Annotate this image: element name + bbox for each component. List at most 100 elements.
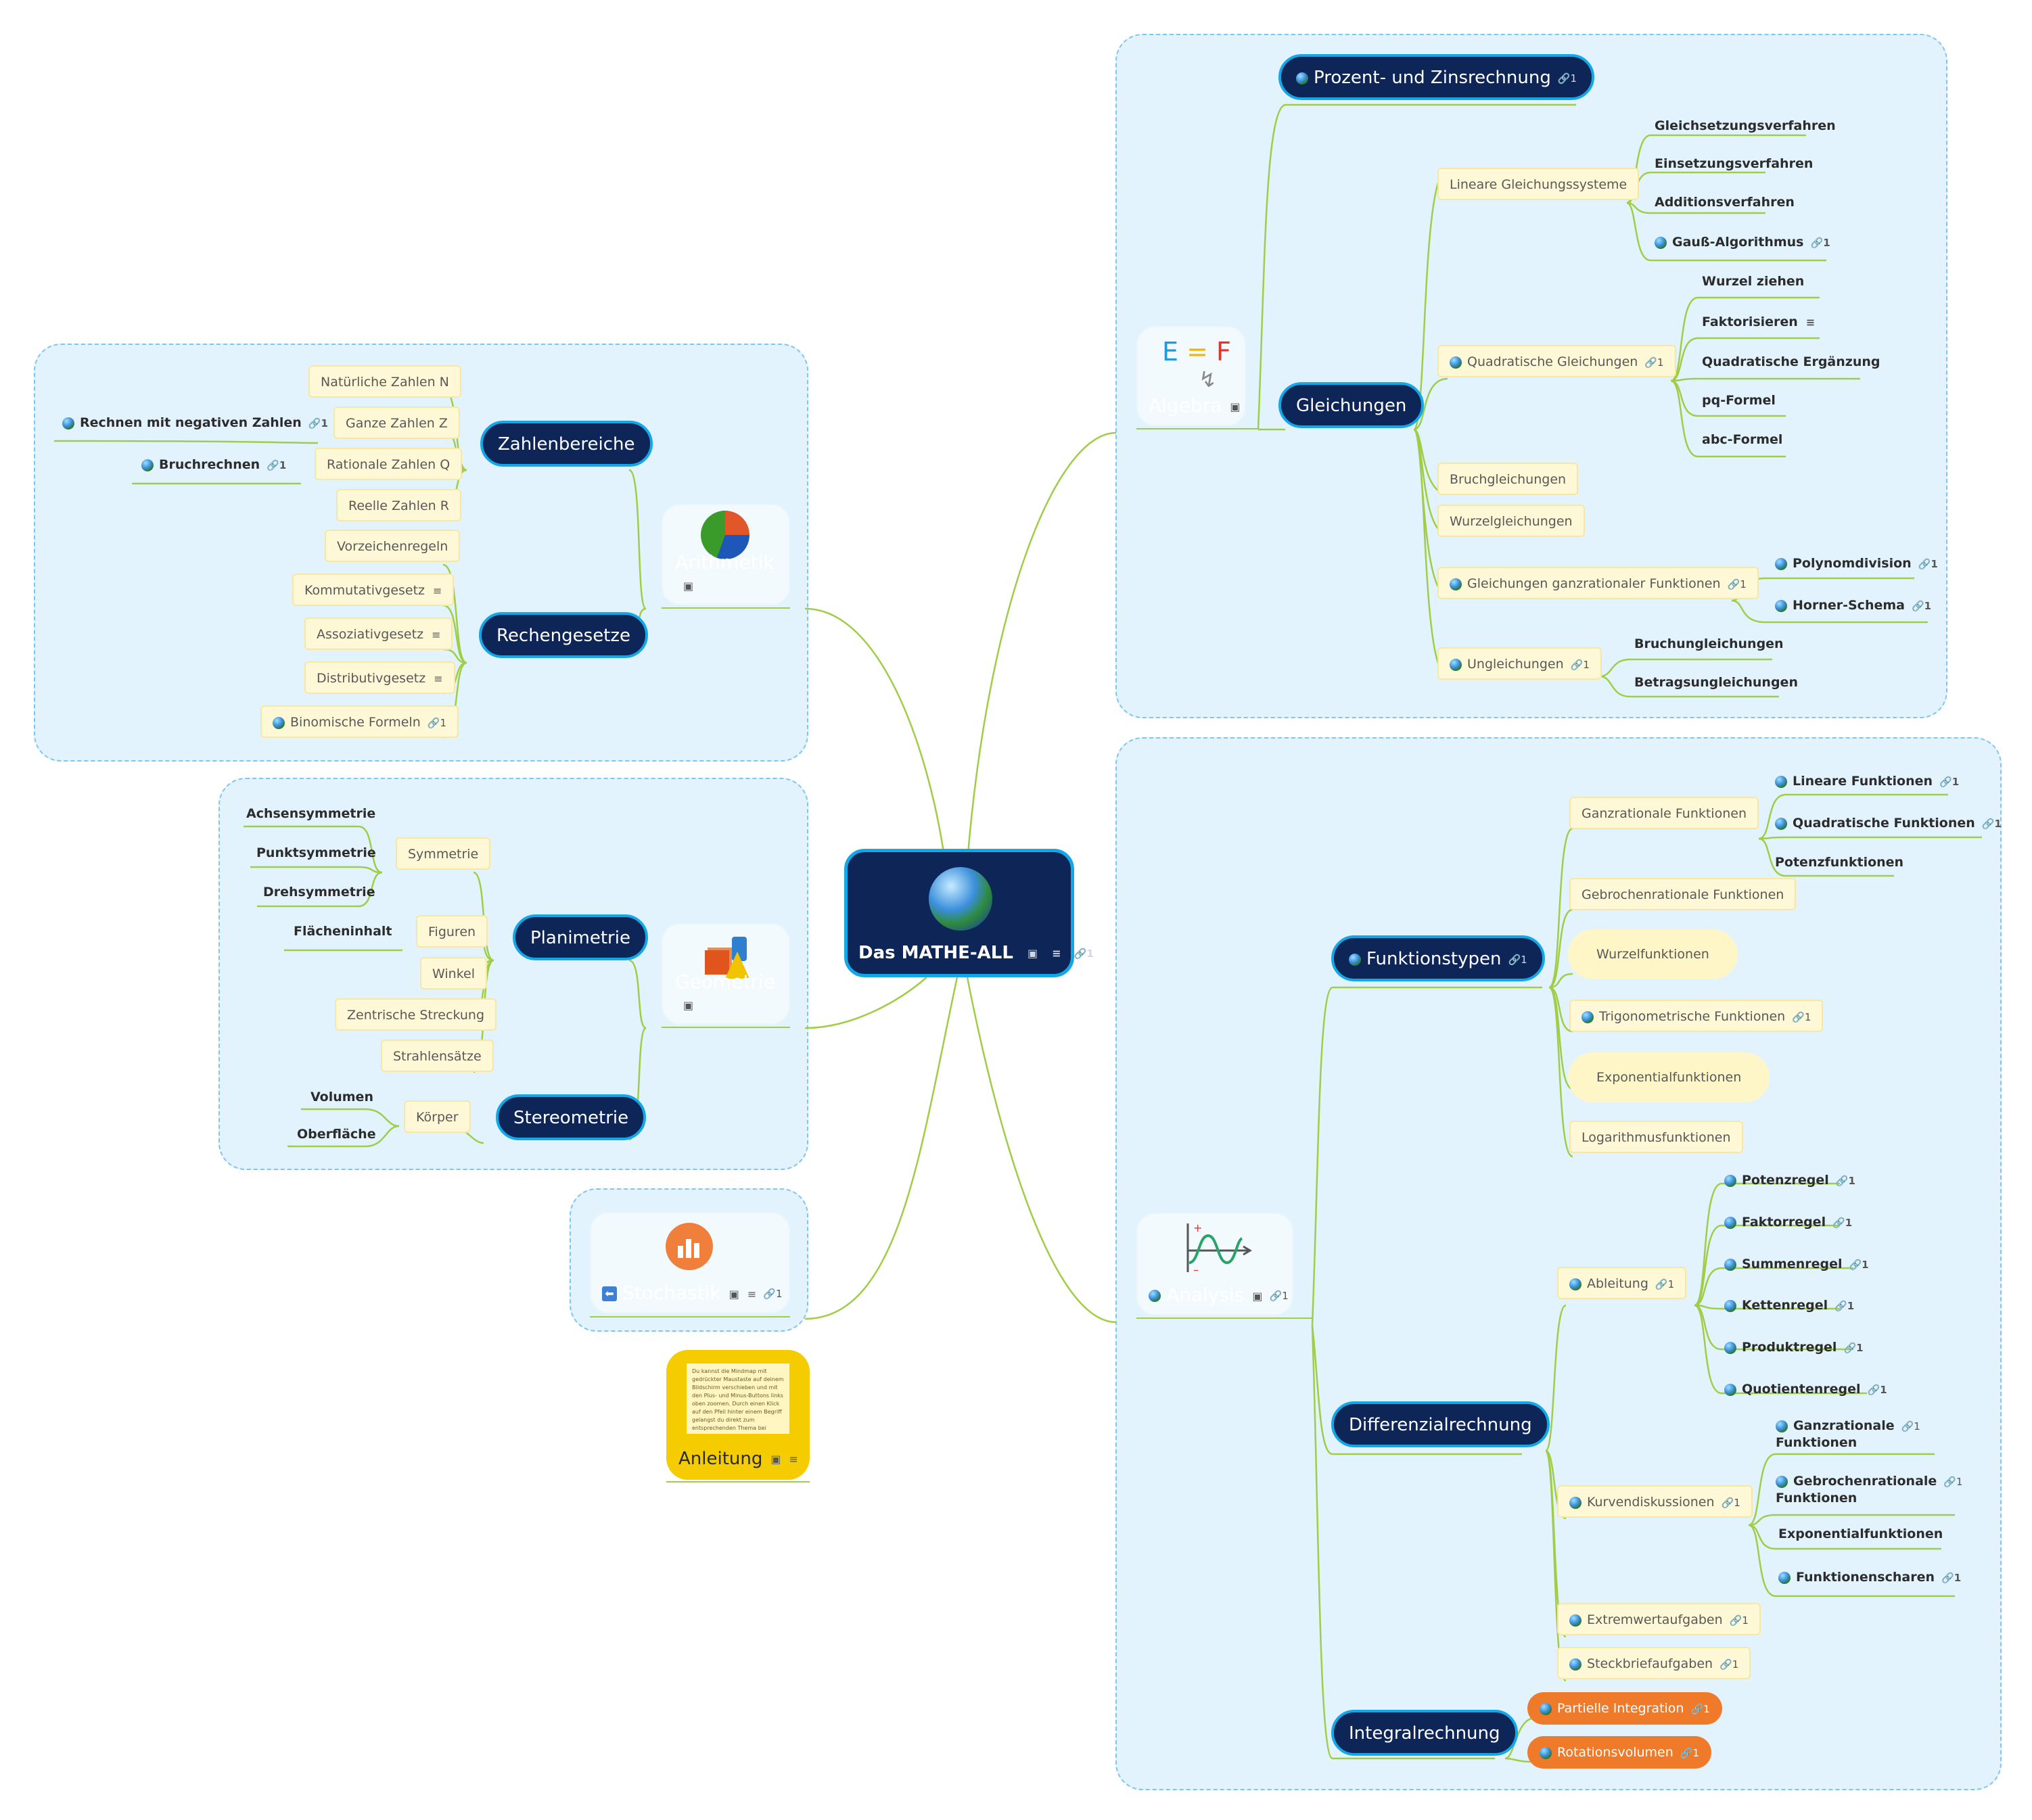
potenzregel-node[interactable]: Potenzregel🔗1 <box>1722 1167 1858 1194</box>
flaecheninhalt-node[interactable]: Flächeninhalt <box>294 924 392 939</box>
link-icon[interactable]: 🔗1 <box>1655 1278 1675 1290</box>
pq-formel-node[interactable]: pq-Formel <box>1702 393 1776 408</box>
ganze-zahlen-node[interactable]: Ganze Zahlen Z <box>333 406 460 439</box>
quadratische-ergaenzung-node[interactable]: Quadratische Ergänzung <box>1702 354 1880 369</box>
prozent-zinsrechnung-node[interactable]: Prozent- und Zinsrechnung🔗1 <box>1278 54 1595 100</box>
link-icon[interactable]: 🔗1 <box>1508 953 1527 966</box>
link-icon[interactable]: 🔗1 <box>267 459 287 471</box>
planimetrie-node[interactable]: Planimetrie <box>513 914 648 960</box>
logarithmusfunktionen-node[interactable]: Logarithmusfunktionen <box>1569 1121 1743 1153</box>
link-icon[interactable]: 🔗1 <box>1810 236 1830 249</box>
bruchungleichungen-node[interactable]: Bruchungleichungen <box>1634 636 1784 651</box>
rotationsvolumen-node[interactable]: Rotationsvolumen🔗1 <box>1527 1736 1712 1769</box>
rechengesetze-node[interactable]: Rechengesetze <box>479 612 649 658</box>
link-icon[interactable]: 🔗1 <box>1680 1746 1700 1759</box>
symmetrie-node[interactable]: Symmetrie <box>396 837 491 870</box>
kettenregel-node[interactable]: Kettenregel🔗1 <box>1722 1292 1857 1319</box>
kd-gebrochenrationale-node[interactable]: Gebrochenrationale🔗1 Funktionen <box>1776 1474 1963 1506</box>
wurzel-ziehen-node[interactable]: Wurzel ziehen <box>1702 274 1805 289</box>
central-topic[interactable]: Das MATHE-ALL ▣ ≡ 🔗1 <box>844 849 1094 977</box>
link-icon[interactable]: 🔗1 <box>427 716 446 729</box>
drehsymmetrie-node[interactable]: Drehsymmetrie <box>263 885 375 900</box>
integralrechnung-node[interactable]: Integralrechnung <box>1331 1710 1518 1756</box>
oberflaeche-node[interactable]: Oberfläche <box>297 1127 376 1142</box>
lineare-funktionen-node[interactable]: Lineare Funktionen🔗1 <box>1772 768 1962 795</box>
distributivgesetz-node[interactable]: Distributivgesetz≡ <box>304 661 455 694</box>
link-icon[interactable]: 🔗1 <box>1843 1341 1864 1354</box>
geometrie-topic[interactable]: Geometrie▣ <box>662 923 790 1025</box>
horner-schema-node[interactable]: Horner-Schema🔗1 <box>1772 592 1934 619</box>
rationale-zahlen-node[interactable]: Rationale Zahlen Q <box>315 448 463 480</box>
quadratische-funktionen-node[interactable]: Quadratische Funktionen🔗1 <box>1772 810 2004 837</box>
achsensymmetrie-node[interactable]: Achsensymmetrie <box>246 806 376 821</box>
additionsverfahren-node[interactable]: Additionsverfahren <box>1655 195 1795 210</box>
link-icon[interactable]: 🔗1 <box>1981 817 2002 830</box>
link-icon[interactable]: 🔗1 <box>1644 356 1664 369</box>
reelle-zahlen-node[interactable]: Reelle Zahlen R <box>336 489 461 521</box>
link-icon[interactable]: 🔗1 <box>763 1288 783 1300</box>
kommutativgesetz-node[interactable]: Kommutativgesetz≡ <box>292 574 455 606</box>
gauss-algorithmus-node[interactable]: Gauß-Algorithmus🔗1 <box>1652 229 1833 256</box>
extremwertaufgaben-node[interactable]: Extremwertaufgaben🔗1 <box>1557 1603 1761 1635</box>
strahlensaetze-node[interactable]: Strahlensätze <box>381 1040 494 1072</box>
potenzfunktionen-node[interactable]: Potenzfunktionen <box>1775 855 1904 870</box>
produktregel-node[interactable]: Produktregel🔗1 <box>1722 1334 1866 1361</box>
stochastik-topic[interactable]: ⬅Stochastik▣≡🔗1 <box>590 1212 790 1313</box>
link-icon[interactable]: 🔗1 <box>1721 1496 1740 1509</box>
anleitung-topic[interactable]: Du kannst die Mindmap mit gedrückter Mau… <box>666 1350 810 1480</box>
kurvendiskussionen-node[interactable]: Kurvendiskussionen🔗1 <box>1557 1485 1753 1518</box>
partielle-integration-node[interactable]: Partielle Integration🔗1 <box>1527 1692 1722 1725</box>
lineare-gleichungssysteme-node[interactable]: Lineare Gleichungssysteme <box>1437 168 1640 200</box>
stereometrie-node[interactable]: Stereometrie <box>496 1094 647 1140</box>
ableitung-node[interactable]: Ableitung🔗1 <box>1557 1267 1687 1299</box>
link-icon[interactable]: 🔗1 <box>1943 1475 1963 1488</box>
koerper-node[interactable]: Körper <box>404 1100 471 1133</box>
zentrische-streckung-node[interactable]: Zentrische Streckung <box>335 998 497 1031</box>
link-icon[interactable]: 🔗1 <box>308 417 328 429</box>
betragsungleichungen-node[interactable]: Betragsungleichungen <box>1634 675 1798 690</box>
link-icon[interactable]: 🔗1 <box>1835 1174 1855 1187</box>
algebra-topic[interactable]: E = F ↯ Algebra▣ <box>1136 326 1246 426</box>
link-icon[interactable]: 🔗1 <box>1939 775 1960 788</box>
link-icon[interactable]: 🔗1 <box>1941 1571 1962 1584</box>
link-icon[interactable]: 🔗1 <box>1834 1299 1855 1312</box>
funktionenscharen-node[interactable]: Funktionenscharen🔗1 <box>1776 1564 1964 1591</box>
zahlenbereiche-node[interactable]: Zahlenbereiche <box>480 421 653 467</box>
link-icon[interactable]: 🔗1 <box>1570 658 1590 671</box>
link-icon[interactable]: 🔗1 <box>1719 1658 1739 1671</box>
kd-exponentialfunktionen-node[interactable]: Exponentialfunktionen <box>1778 1526 1943 1541</box>
volumen-node[interactable]: Volumen <box>310 1090 373 1104</box>
punktsymmetrie-node[interactable]: Punktsymmetrie <box>256 845 376 860</box>
trigonometrische-funktionen-node[interactable]: Trigonometrische Funktionen🔗1 <box>1569 1000 1824 1032</box>
abc-formel-node[interactable]: abc-Formel <box>1702 432 1783 447</box>
link-icon[interactable]: 🔗1 <box>1792 1010 1811 1023</box>
gleichungen-ganzrationaler-node[interactable]: Gleichungen ganzrationaler Funktionen🔗1 <box>1437 567 1759 599</box>
kd-ganzrationale-node[interactable]: Ganzrationale🔗1 Funktionen <box>1776 1418 1920 1450</box>
gleichungen-node[interactable]: Gleichungen <box>1278 382 1425 428</box>
link-icon[interactable]: 🔗1 <box>1073 947 1094 960</box>
back-arrow-icon[interactable]: ⬅ <box>602 1286 617 1301</box>
assoziativgesetz-node[interactable]: Assoziativgesetz≡ <box>304 617 453 650</box>
ungleichungen-node[interactable]: Ungleichungen🔗1 <box>1437 647 1602 680</box>
faktorregel-node[interactable]: Faktorregel🔗1 <box>1722 1209 1855 1236</box>
vorzeichenregeln-node[interactable]: Vorzeichenregeln <box>325 530 461 562</box>
quadratische-gleichungen-node[interactable]: Quadratische Gleichungen🔗1 <box>1437 345 1676 377</box>
exponentialfunktionen-node[interactable]: Exponentialfunktionen <box>1568 1052 1770 1102</box>
faktorisieren-node[interactable]: Faktorisieren≡ <box>1699 308 1818 335</box>
steckbriefaufgaben-node[interactable]: Steckbriefaufgaben🔗1 <box>1557 1647 1751 1679</box>
gebrochenrationale-funktionen-node[interactable]: Gebrochenrationale Funktionen <box>1569 878 1797 910</box>
winkel-node[interactable]: Winkel <box>420 957 487 989</box>
bruchrechnen-node[interactable]: Bruchrechnen🔗1 <box>139 451 289 478</box>
link-icon[interactable]: 🔗1 <box>1867 1383 1887 1396</box>
link-icon[interactable]: 🔗1 <box>1849 1258 1869 1271</box>
figuren-node[interactable]: Figuren <box>416 915 488 948</box>
wurzelgleichungen-node[interactable]: Wurzelgleichungen <box>1437 505 1585 537</box>
einsetzungsverfahren-node[interactable]: Einsetzungsverfahren <box>1655 156 1814 171</box>
polynomdivision-node[interactable]: Polynomdivision🔗1 <box>1772 550 1941 577</box>
ganzrationale-funktionen-node[interactable]: Ganzrationale Funktionen <box>1569 797 1759 829</box>
link-icon[interactable]: 🔗1 <box>1269 1290 1289 1302</box>
negativ-rechnen-node[interactable]: Rechnen mit negativen Zahlen🔗1 <box>60 409 331 436</box>
summenregel-node[interactable]: Summenregel🔗1 <box>1722 1251 1872 1278</box>
link-icon[interactable]: 🔗1 <box>1918 557 1938 570</box>
funktionstypen-node[interactable]: Funktionstypen🔗1 <box>1331 935 1545 981</box>
